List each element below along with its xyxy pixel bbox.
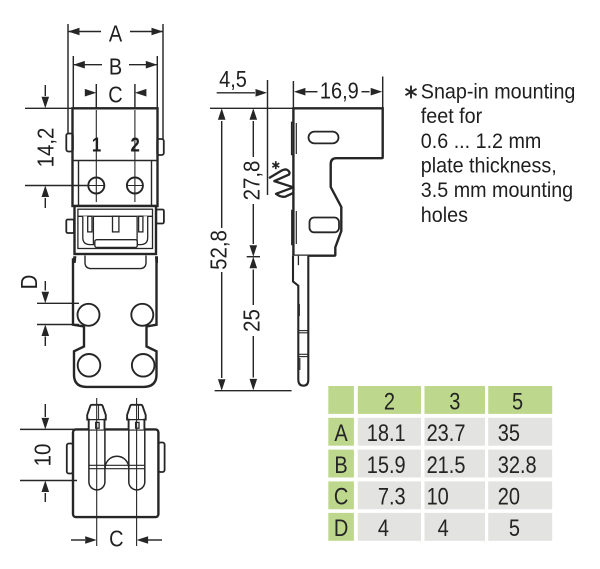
- svg-text:plate thickness,: plate thickness,: [421, 155, 557, 178]
- svg-text:2: 2: [131, 133, 140, 156]
- svg-text:35: 35: [498, 419, 520, 446]
- svg-text:10: 10: [427, 483, 449, 510]
- svg-text:.1: .1: [389, 419, 406, 446]
- svg-text:3.5 mm mounting: 3.5 mm mounting: [421, 180, 573, 203]
- svg-text:0.6 ... 1.2 mm: 0.6 ... 1.2 mm: [421, 130, 542, 153]
- svg-text:14,2: 14,2: [32, 128, 59, 168]
- svg-text:10: 10: [29, 444, 56, 467]
- svg-text:27,8: 27,8: [238, 161, 265, 201]
- svg-text:52,8: 52,8: [205, 230, 232, 270]
- svg-text:.7: .7: [449, 419, 466, 446]
- svg-text:4,5: 4,5: [219, 65, 247, 92]
- svg-text:B: B: [334, 451, 347, 478]
- svg-text:2: 2: [384, 388, 395, 415]
- svg-text:.3: .3: [389, 483, 406, 510]
- svg-text:B: B: [109, 53, 122, 80]
- svg-text:16,9: 16,9: [320, 77, 359, 104]
- svg-text:D: D: [16, 275, 43, 290]
- svg-text:15: 15: [367, 451, 389, 478]
- svg-text:3: 3: [449, 388, 460, 415]
- svg-text:.5: .5: [449, 451, 466, 478]
- svg-text:5: 5: [512, 388, 523, 415]
- svg-text:D: D: [334, 515, 348, 542]
- svg-text:A: A: [334, 419, 348, 446]
- svg-text:A: A: [109, 20, 123, 47]
- svg-text:1: 1: [92, 133, 101, 156]
- svg-text:20: 20: [498, 483, 520, 510]
- svg-text:C: C: [109, 525, 123, 552]
- svg-text:7: 7: [378, 483, 389, 510]
- svg-text:4: 4: [378, 515, 389, 542]
- svg-text:32: 32: [498, 451, 520, 478]
- svg-text:feet for: feet for: [421, 106, 483, 129]
- svg-text:Snap-in mounting: Snap-in mounting: [421, 81, 576, 104]
- svg-text:23: 23: [427, 419, 449, 446]
- svg-text:.8: .8: [520, 451, 537, 478]
- svg-text:25: 25: [238, 309, 265, 332]
- svg-text:.9: .9: [389, 451, 406, 478]
- svg-text:C: C: [334, 483, 349, 510]
- svg-text:C: C: [108, 81, 122, 108]
- svg-text:5: 5: [509, 515, 520, 542]
- svg-text:21: 21: [427, 451, 449, 478]
- svg-text:4: 4: [438, 515, 449, 542]
- svg-text:holes: holes: [421, 204, 468, 227]
- svg-text:18: 18: [367, 419, 389, 446]
